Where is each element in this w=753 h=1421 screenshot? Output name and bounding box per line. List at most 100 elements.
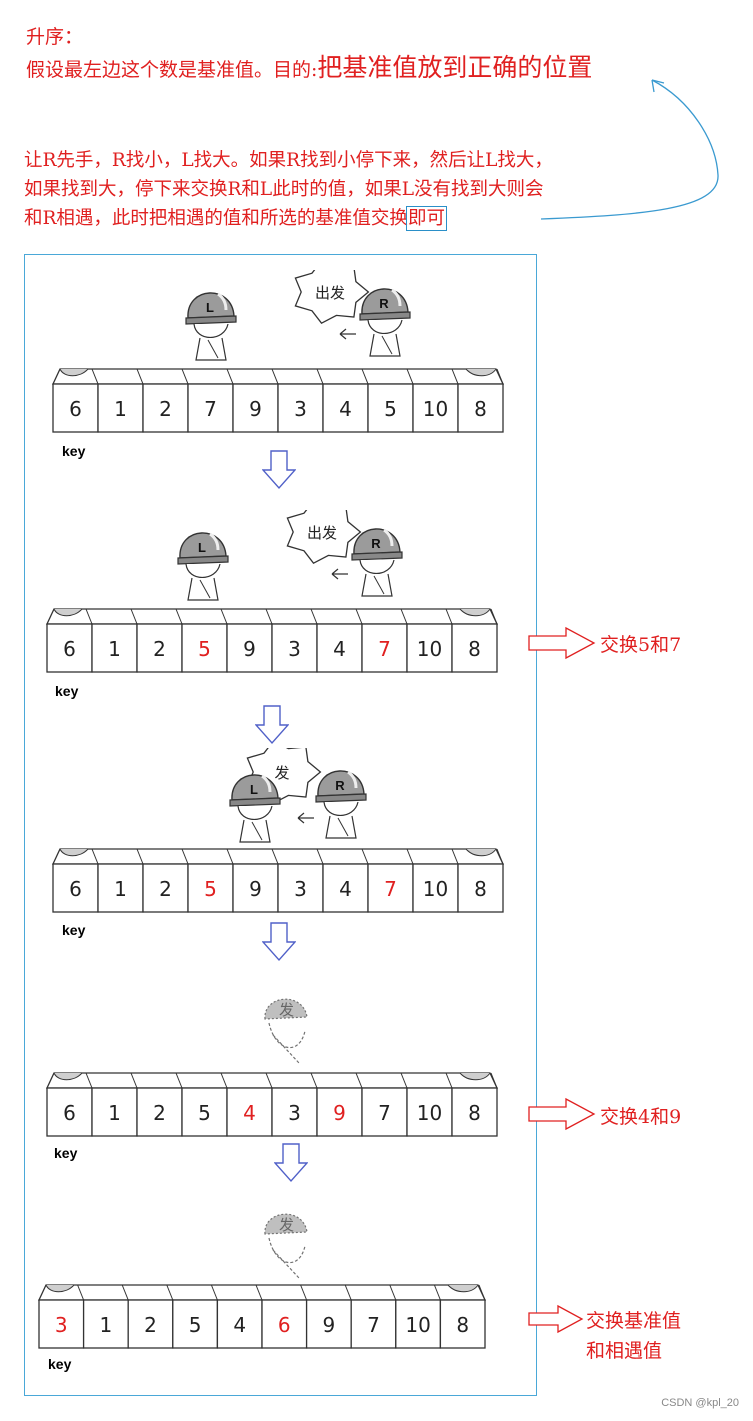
array-cell [439,1299,486,1349]
array-value: 5 [384,397,397,421]
speech-text: 发 [279,1001,294,1019]
array-value: 2 [153,1101,166,1125]
array-value: 5 [204,877,217,901]
header-line-2: 假设最左边这个数是基准值。目的:把基准值放到正确的位置 [26,48,592,84]
array-value: 10 [405,1313,430,1337]
array-cell [457,863,504,913]
array-value: 6 [278,1313,291,1337]
array-cell [322,863,369,913]
array-value: 10 [423,397,448,421]
step-down-arrow [262,450,296,490]
helmet-label: R [371,536,381,551]
note-arrow-3 [528,1304,584,1334]
array-value: 3 [294,397,307,421]
array-value: 1 [114,397,127,421]
array-value: 9 [333,1101,346,1125]
speech-text: 出发 [315,284,345,302]
array-cell [46,623,93,673]
array-value: 2 [144,1313,157,1337]
illustration-frame [24,254,537,1396]
step-down-arrow [274,1143,308,1183]
array-value: 10 [423,877,448,901]
array-cell [232,383,279,433]
array-cell [226,623,273,673]
array-cell [181,1087,228,1137]
helmet-label: R [379,296,389,311]
array-cell [316,1087,363,1137]
speech-text: 发 [274,764,289,782]
character-scene: 发 [264,998,308,1064]
step-down-arrow [262,922,296,962]
array-value: 10 [417,1101,442,1125]
array-cell [412,863,459,913]
note-swap-base-2: 和相遇值 [586,1340,663,1362]
note-swap-5-7: 交换5和7 [600,634,682,656]
description-line-2: 如果找到大，停下来交换R和L此时的值，如果L没有找到大则会 [24,179,544,200]
helmet-label: R [335,778,345,793]
array-cell [305,1299,352,1349]
array-value: 6 [69,397,82,421]
array-value: 8 [468,637,481,661]
array-cell [226,1087,273,1137]
step-down-arrow [255,705,289,745]
character-scene: 发 [264,1213,308,1279]
description-line-1: 让R先手，R找小，L找大。如果R找到小停下来，然后让L找大， [24,150,553,171]
array-cell [367,383,414,433]
array-cell [457,383,504,433]
watermark: CSDN @kpl_20 [661,1397,739,1409]
array-cell [367,863,414,913]
array-cell [277,383,324,433]
array-cell [316,623,363,673]
array-value: 7 [378,637,391,661]
array-cell [91,1087,138,1137]
header-line-2-prefix: 假设最左边这个数是基准值。目的: [26,59,318,81]
annotation-curve-arrow [540,79,719,220]
speech-text: 出发 [307,524,337,542]
array-value: 8 [468,1101,481,1125]
array-value: 1 [108,1101,121,1125]
array-value: 4 [339,877,352,901]
array-value: 2 [159,877,172,901]
array-value: 2 [153,637,166,661]
key-label: key [48,1356,72,1372]
note-arrow-1 [528,626,596,660]
array-value: 5 [198,1101,211,1125]
array-value: 6 [69,877,82,901]
helmet-label: L [250,782,258,797]
array-value: 6 [63,1101,76,1125]
array-cell [277,863,324,913]
array-value: 9 [323,1313,336,1337]
key-label: key [54,1145,78,1161]
array-cell [451,1087,498,1137]
array-value: 4 [243,1101,256,1125]
array-value: 1 [114,877,127,901]
array-value: 4 [333,637,346,661]
note-swap-base-1: 交换基准值 [586,1310,682,1332]
key-label: key [55,683,79,699]
note-arrow-2 [528,1097,596,1131]
array-value: 5 [189,1313,202,1337]
array-value: 3 [288,637,301,661]
array-value: 3 [288,1101,301,1125]
array-cell [395,1299,442,1349]
array-cell [82,1299,129,1349]
array-value: 9 [249,397,262,421]
array-value: 8 [474,397,487,421]
array-cell [271,1087,318,1137]
note-swap-4-9: 交换4和9 [600,1106,682,1128]
key-label: key [62,443,86,459]
description-line-3-text: 和R相遇，此时把相遇的值和所选的基准值交换 [24,208,408,229]
array-value: 1 [100,1313,113,1337]
description-line-3: 和R相遇，此时把相遇的值和所选的基准值交换即可 [24,204,553,233]
array-value: 7 [367,1313,380,1337]
array-value: 2 [159,397,172,421]
